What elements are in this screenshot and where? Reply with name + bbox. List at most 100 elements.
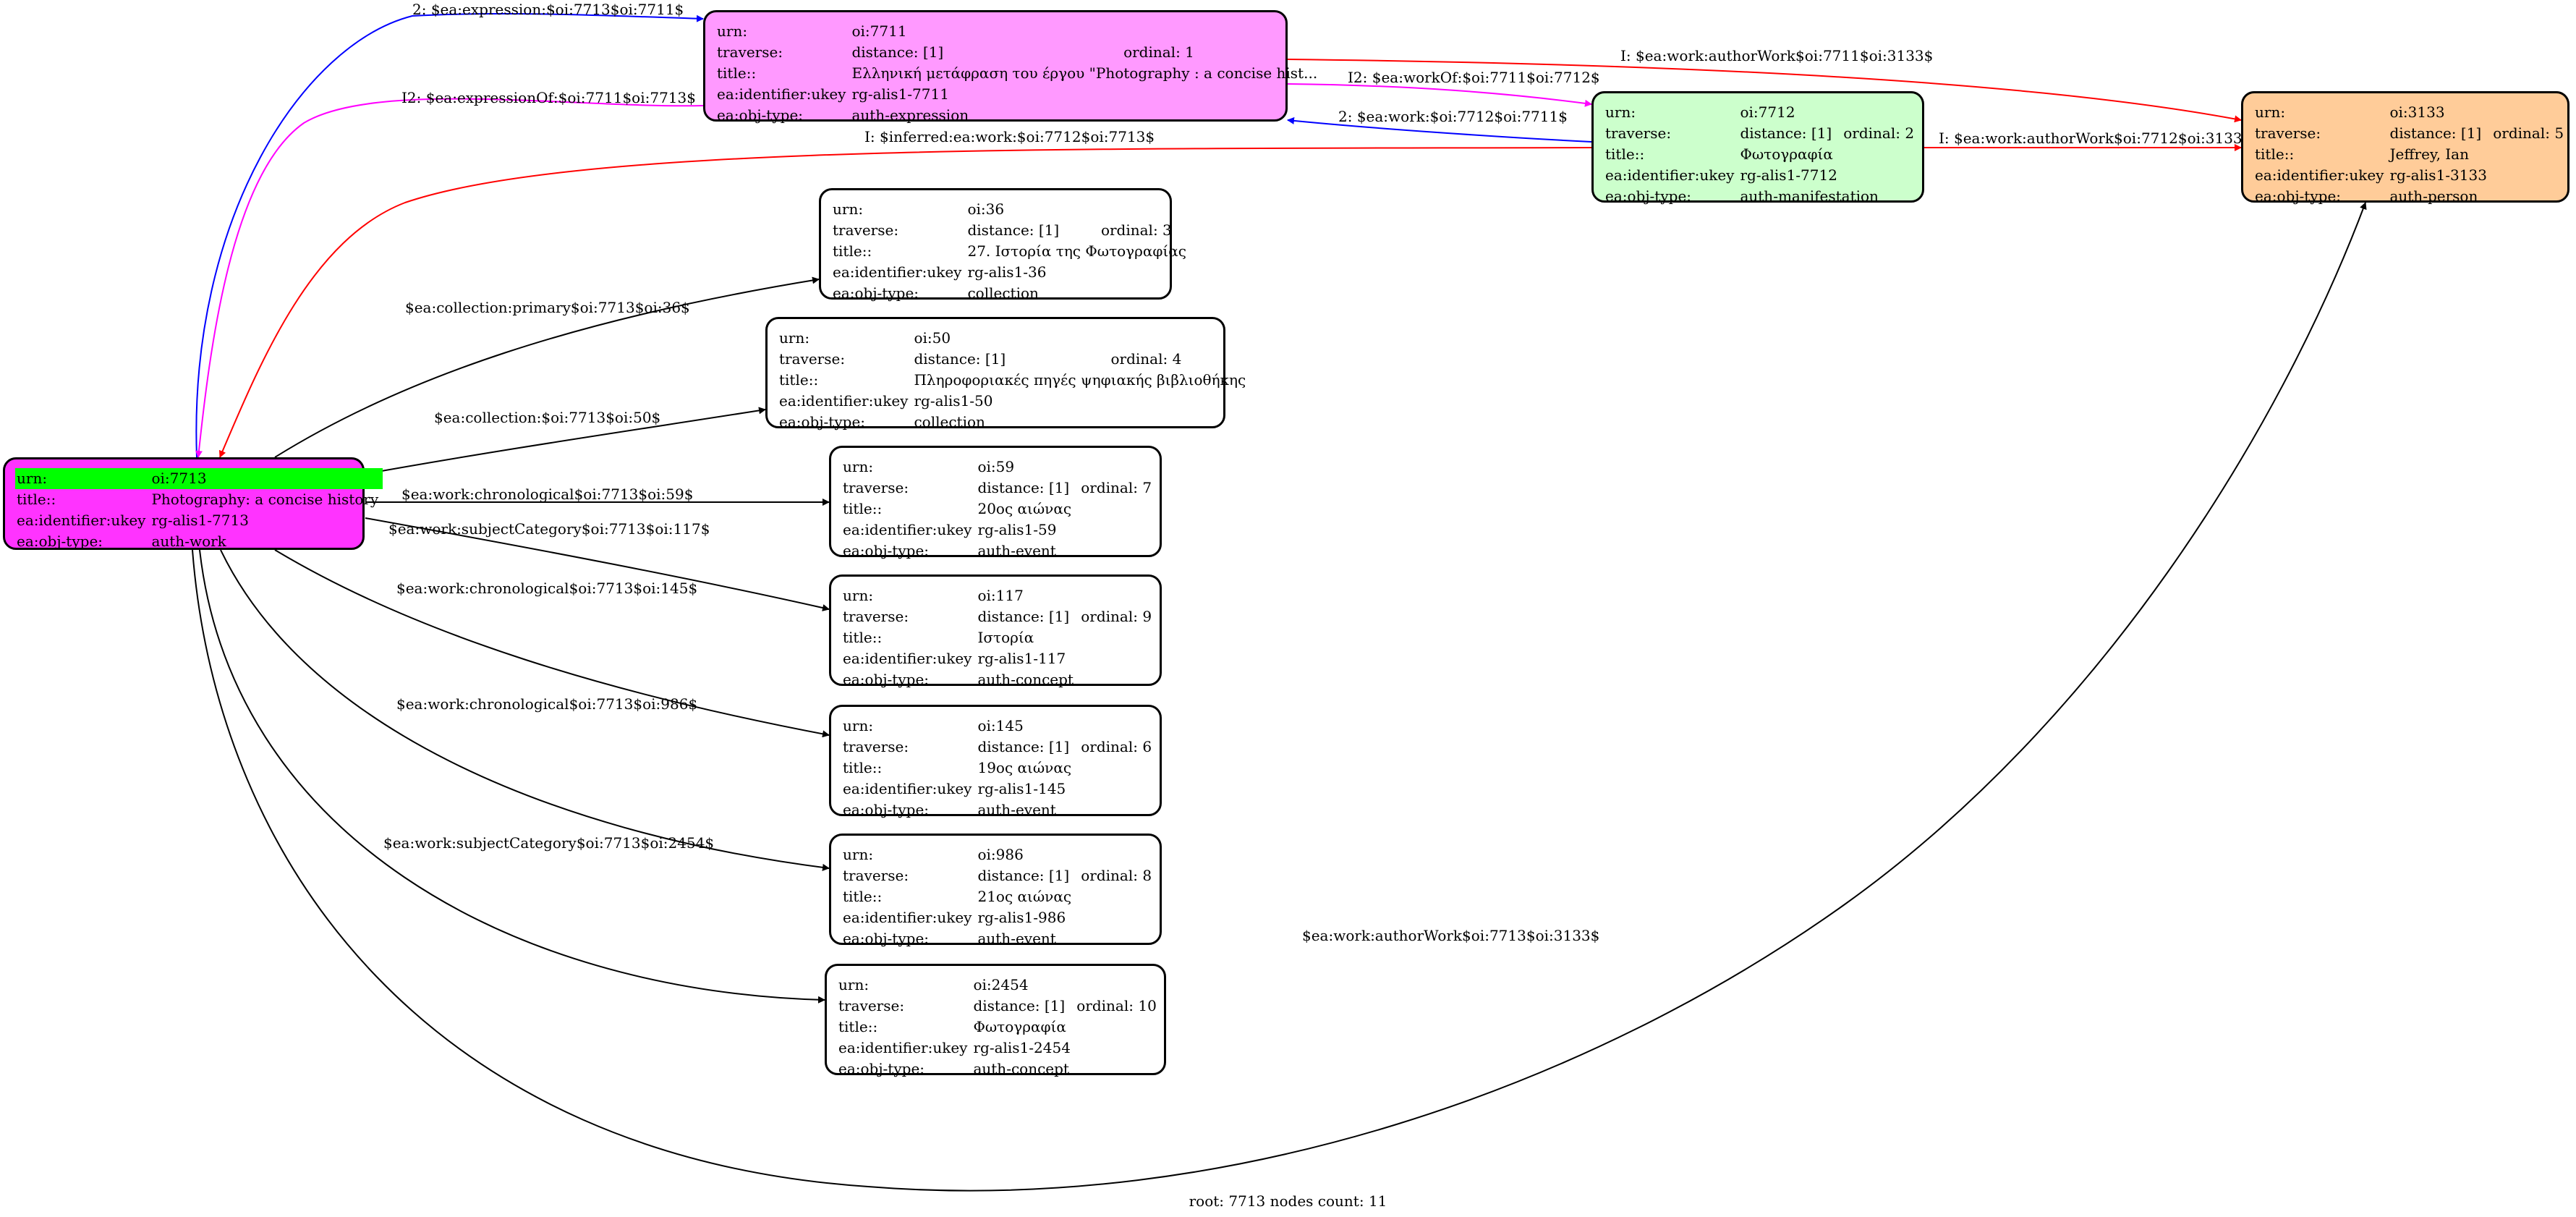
ukey-value: rg-alis1-7712 bbox=[1740, 166, 1837, 184]
title-value: 27. Ιστορία της Φωτογραφίας bbox=[967, 242, 1186, 260]
urn-value: oi:986 bbox=[977, 846, 1024, 863]
traverse-label: traverse: bbox=[843, 738, 909, 755]
distance-value: distance: [1] bbox=[914, 350, 1006, 368]
traverse-label: traverse: bbox=[843, 479, 909, 496]
edge-7713-986 bbox=[220, 549, 830, 871]
urn-label: urn: bbox=[838, 976, 870, 993]
type-value: collection bbox=[967, 284, 1039, 302]
urn-value: oi:7711 bbox=[851, 22, 907, 40]
title-value: 20ος αιώνας bbox=[977, 500, 1072, 517]
urn-value: oi:7712 bbox=[1740, 103, 1795, 121]
traverse-label: traverse: bbox=[843, 867, 909, 884]
edge-label-7713-986: $ea:work:chronological$oi:7713$oi:986$ bbox=[396, 695, 697, 713]
type-value: auth-expression bbox=[851, 106, 969, 124]
node-50[interactable]: urn:oi:50 traverse:distance: [1]ordinal:… bbox=[765, 317, 1246, 431]
traverse-label: traverse: bbox=[843, 608, 909, 625]
urn-value: oi:59 bbox=[977, 458, 1015, 475]
edge-label-7713-50: $ea:collection:$oi:7713$oi:50$ bbox=[434, 409, 660, 426]
title-value: Φωτογραφία bbox=[973, 1018, 1066, 1035]
ukey-value: rg-alis1-36 bbox=[967, 263, 1047, 281]
type-value: auth-event bbox=[977, 542, 1056, 559]
node-7712[interactable]: urn:oi:7712 traverse:distance: [1]ordina… bbox=[1591, 91, 1924, 205]
urn-label: urn: bbox=[717, 22, 748, 40]
ordinal-value: ordinal: 3 bbox=[1100, 221, 1172, 239]
node-2454[interactable]: urn:oi:2454 traverse:distance: [1]ordina… bbox=[825, 964, 1166, 1077]
node-7713[interactable]: urn:oi:7713 title::Photography: a concis… bbox=[3, 457, 383, 550]
node-3133[interactable]: urn:oi:3133 traverse:distance: [1]ordina… bbox=[2241, 91, 2569, 205]
distance-value: distance: [1] bbox=[977, 867, 1070, 884]
ordinal-value: ordinal: 10 bbox=[1076, 997, 1157, 1014]
distance-value: distance: [1] bbox=[851, 43, 944, 61]
ukey-value: rg-alis1-2454 bbox=[973, 1039, 1071, 1056]
ukey-label: ea:identifier:ukey bbox=[833, 263, 962, 281]
title-value: Ελληνική μετάφραση του έργου "Photograph… bbox=[851, 64, 1318, 82]
edge-label-7713-145: $ea:work:chronological$oi:7713$oi:145$ bbox=[396, 580, 697, 597]
traverse-label: traverse: bbox=[779, 350, 846, 368]
ukey-value: rg-alis1-50 bbox=[914, 392, 993, 410]
ukey-label: ea:identifier:ukey bbox=[843, 650, 972, 667]
urn-label: urn: bbox=[843, 587, 874, 604]
title-label: title:: bbox=[717, 64, 757, 82]
edge-label-7712-3133: I: $ea:work:authorWork$oi:7712$oi:3133$ bbox=[1939, 130, 2251, 147]
urn-value: oi:2454 bbox=[973, 976, 1029, 993]
title-label: title:: bbox=[17, 491, 56, 508]
edge-label-7713-59: $ea:work:chronological$oi:7713$oi:59$ bbox=[401, 485, 693, 503]
title-label: title:: bbox=[843, 888, 883, 905]
edge-label-7711-7712: I2: $ea:workOf:$oi:7711$oi:7712$ bbox=[1348, 69, 1600, 86]
type-value: auth-manifestation bbox=[1740, 187, 1879, 205]
distance-value: distance: [1] bbox=[967, 221, 1060, 239]
distance-value: distance: [1] bbox=[2389, 124, 2482, 142]
edge-7712-7711 bbox=[1287, 116, 1592, 143]
edge-label-7713-117: $ea:work:subjectCategory$oi:7713$oi:117$ bbox=[388, 520, 710, 538]
type-value: auth-concept bbox=[977, 671, 1074, 688]
node-986[interactable]: urn:oi:986 traverse:distance: [1]ordinal… bbox=[829, 834, 1162, 947]
traverse-label: traverse: bbox=[717, 43, 783, 61]
edge-7711-7713 bbox=[195, 98, 704, 458]
type-label: ea:obj-type: bbox=[717, 106, 804, 124]
urn-label: urn: bbox=[2255, 103, 2286, 121]
node-117[interactable]: urn: oi:117 traverse: distance: [1] ordinal… bbox=[829, 574, 1162, 688]
node-145[interactable]: urn:oi:145 traverse:distance: [1]ordinal… bbox=[829, 705, 1162, 818]
ordinal-value: ordinal: 1 bbox=[1123, 43, 1194, 61]
edge-7713-50 bbox=[365, 407, 766, 475]
type-label: ea:obj-type: bbox=[17, 533, 103, 550]
ukey-value: rg-alis1-59 bbox=[977, 521, 1057, 538]
traverse-label: traverse: bbox=[838, 997, 905, 1014]
node-7711[interactable]: urn: oi:7711 traverse: distance: [1] ordina… bbox=[703, 10, 1317, 124]
ukey-label: ea:identifier:ukey bbox=[838, 1039, 968, 1056]
urn-label: urn: bbox=[843, 717, 874, 734]
urn-label: urn: bbox=[15, 468, 150, 489]
ukey-label: ea:identifier:ukey bbox=[843, 909, 972, 926]
urn-value: oi:7713 bbox=[150, 468, 383, 489]
distance-value: distance: [1] bbox=[977, 608, 1070, 625]
ordinal-value: ordinal: 6 bbox=[1081, 738, 1152, 755]
traverse-label: traverse: bbox=[833, 221, 899, 239]
type-label: ea:obj-type: bbox=[1605, 187, 1692, 205]
ordinal-value: ordinal: 9 bbox=[1081, 608, 1152, 625]
ukey-value: rg-alis1-7711 bbox=[851, 85, 949, 103]
edge-7711-3133 bbox=[1287, 59, 2242, 123]
urn-label: urn: bbox=[779, 329, 810, 347]
edge-7713-117 bbox=[365, 517, 830, 611]
title-value: Πληροφοριακές πηγές ψηφιακής βιβλιοθήκης bbox=[914, 371, 1246, 389]
title-label: title:: bbox=[843, 629, 883, 646]
title-value: Photography: a concise history bbox=[151, 491, 379, 508]
title-label: title:: bbox=[843, 759, 883, 776]
edge-label-7712-7713: I: $inferred:ea:work:$oi:7712$oi:7713$ bbox=[864, 128, 1155, 145]
ukey-value: rg-alis1-3133 bbox=[2389, 166, 2487, 184]
title-label: title:: bbox=[838, 1018, 878, 1035]
edge-7713-2454 bbox=[199, 549, 825, 1004]
ukey-value: rg-alis1-117 bbox=[977, 650, 1066, 667]
urn-value: oi:50 bbox=[914, 329, 951, 347]
title-label: title:: bbox=[833, 242, 872, 260]
edge-7713-3133 bbox=[192, 202, 2367, 1192]
edge-7713-145 bbox=[274, 549, 830, 738]
edge-7713-7711 bbox=[195, 13, 704, 458]
urn-label: urn: bbox=[833, 200, 864, 218]
urn-value: oi:117 bbox=[977, 587, 1024, 604]
urn-label: urn: bbox=[843, 458, 874, 475]
node-59[interactable]: urn:oi:59 traverse:distance: [1]ordinal:… bbox=[829, 446, 1162, 559]
title-label: title:: bbox=[2255, 145, 2295, 163]
node-36[interactable]: urn:oi:36 traverse:distance: [1]ordinal:… bbox=[819, 188, 1186, 302]
ordinal-value: ordinal: 2 bbox=[1843, 124, 1915, 142]
